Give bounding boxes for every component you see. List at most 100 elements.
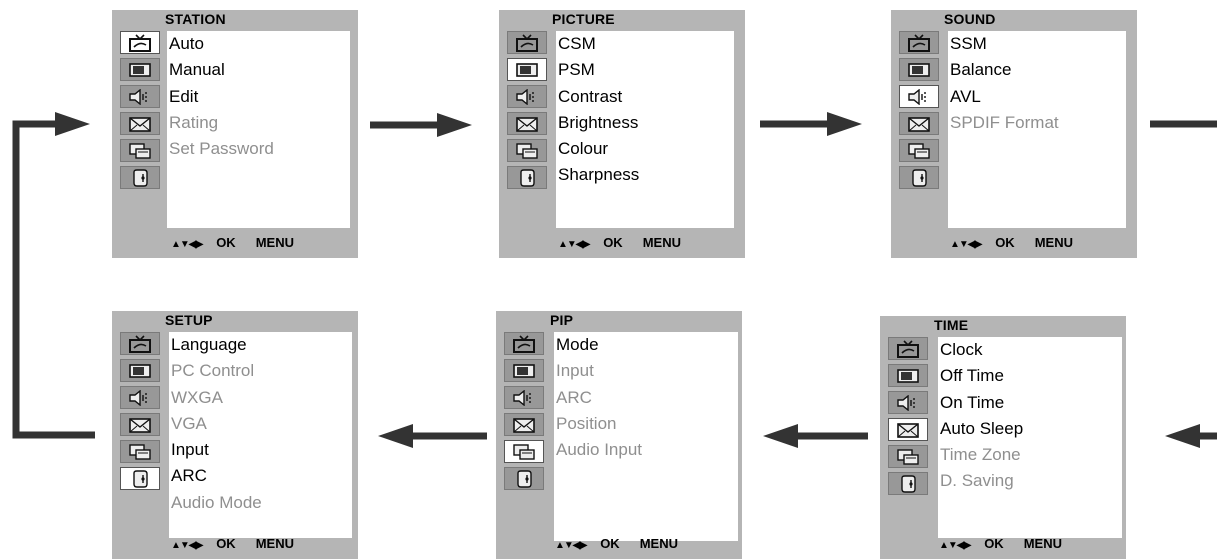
sound-speaker-icon[interactable] xyxy=(507,85,547,108)
picture-icon-glyph xyxy=(516,62,538,77)
time-envelope-icon[interactable] xyxy=(120,413,160,436)
menu-item-on-time[interactable]: On Time xyxy=(940,392,1005,412)
pip-screens-icon-glyph xyxy=(908,142,930,159)
pip-screens-icon-glyph xyxy=(129,443,151,460)
menu-item-time-zone[interactable]: Time Zone xyxy=(940,445,1021,465)
menu-item-position[interactable]: Position xyxy=(556,413,617,433)
sound-speaker-icon[interactable] xyxy=(899,85,939,108)
menu-item-clock[interactable]: Clock xyxy=(940,340,983,359)
tv-station-icon[interactable] xyxy=(120,332,160,355)
pip-screens-icon[interactable] xyxy=(120,440,160,463)
setup-icon[interactable] xyxy=(888,472,928,495)
menu-item-arc[interactable]: ARC xyxy=(556,387,592,407)
menu-item-avl[interactable]: AVL xyxy=(950,86,981,106)
menu-hint: MENU xyxy=(255,536,294,551)
menu-item-d-saving[interactable]: D. Saving xyxy=(940,471,1014,491)
menu-item-edit[interactable]: Edit xyxy=(169,86,199,106)
menu-item-input[interactable]: Input xyxy=(171,440,209,460)
pip-screens-icon[interactable] xyxy=(899,139,939,162)
navigation-arrows-hint: ▲▼◀▶ xyxy=(950,239,982,250)
picture-icon[interactable] xyxy=(888,364,928,387)
ok-hint: OK xyxy=(216,235,236,250)
menu-item-language[interactable]: Language xyxy=(171,335,247,354)
ok-hint: OK xyxy=(995,235,1015,250)
setup-icon[interactable] xyxy=(120,467,160,490)
sound-speaker-icon[interactable] xyxy=(120,85,160,108)
menu-item-colour[interactable]: Colour xyxy=(558,139,609,159)
menu-item-sharpness[interactable]: Sharpness xyxy=(558,165,640,185)
menu-item-arc[interactable]: ARC xyxy=(171,466,207,486)
sound-speaker-icon[interactable] xyxy=(888,391,928,414)
menu-item-contrast[interactable]: Contrast xyxy=(558,86,623,106)
setup-icon[interactable] xyxy=(899,166,939,189)
menu-item-pc-control[interactable]: PC Control xyxy=(171,361,255,381)
menu-item-brightness[interactable]: Brightness xyxy=(558,112,639,132)
picture-icon-glyph xyxy=(513,363,535,378)
picture-icon[interactable] xyxy=(899,58,939,81)
time-envelope-icon-glyph xyxy=(129,417,151,433)
sound-speaker-icon[interactable] xyxy=(120,386,160,409)
menu-item-off-time[interactable]: Off Time xyxy=(940,366,1004,386)
time-icon-sidebar xyxy=(886,337,930,499)
menu-item-spdif-format[interactable]: SPDIF Format xyxy=(950,112,1059,132)
pip-screens-icon[interactable] xyxy=(888,445,928,468)
sound-speaker-icon-glyph xyxy=(897,394,915,411)
menu-item-audio-input[interactable]: Audio Input xyxy=(556,440,643,460)
tv-station-icon-glyph xyxy=(516,33,538,52)
sound-speaker-icon-glyph xyxy=(516,88,534,105)
sound-speaker-icon[interactable] xyxy=(504,386,544,409)
menu-item-auto-sleep[interactable]: Auto Sleep xyxy=(940,418,1024,438)
tv-station-icon[interactable] xyxy=(507,31,547,54)
menu-item-manual[interactable]: Manual xyxy=(169,60,225,80)
sound-speaker-icon-glyph xyxy=(513,389,531,406)
time-envelope-icon[interactable] xyxy=(507,112,547,135)
time-envelope-icon[interactable] xyxy=(504,413,544,436)
menu-hint: MENU xyxy=(642,235,681,250)
tv-station-icon[interactable] xyxy=(888,337,928,360)
menu-item-balance[interactable]: Balance xyxy=(950,60,1012,80)
menu-item-audio-mode[interactable]: Audio Mode xyxy=(171,492,262,512)
menu-item-auto[interactable]: Auto xyxy=(169,34,204,53)
pip-icon-sidebar xyxy=(502,332,546,494)
menu-item-ssm[interactable]: SSM xyxy=(950,34,987,53)
setup-icon[interactable] xyxy=(504,467,544,490)
setup-icon[interactable] xyxy=(507,166,547,189)
menu-item-rating[interactable]: Rating xyxy=(169,112,219,132)
picture-icon[interactable] xyxy=(504,359,544,382)
setup-icon[interactable] xyxy=(120,166,160,189)
menu-item-csm[interactable]: CSM xyxy=(558,34,596,53)
menu-hint: MENU xyxy=(639,536,678,551)
time-envelope-icon[interactable] xyxy=(899,112,939,135)
menu-item-mode[interactable]: Mode xyxy=(556,335,599,354)
menu-item-wxga[interactable]: WXGA xyxy=(171,387,223,407)
navigation-arrows-hint: ▲▼◀▶ xyxy=(939,540,971,551)
setup-icon-glyph xyxy=(901,474,916,493)
time-envelope-icon-glyph xyxy=(516,116,538,132)
time-envelope-icon[interactable] xyxy=(120,112,160,135)
menu-item-vga[interactable]: VGA xyxy=(171,413,207,433)
picture-icon[interactable] xyxy=(120,58,160,81)
menu-item-set-password[interactable]: Set Password xyxy=(169,139,274,159)
picture-icon[interactable] xyxy=(120,359,160,382)
time-envelope-icon[interactable] xyxy=(888,418,928,441)
pip-screens-icon[interactable] xyxy=(504,440,544,463)
tv-station-icon[interactable] xyxy=(504,332,544,355)
picture-icon[interactable] xyxy=(507,58,547,81)
pip-screens-icon[interactable] xyxy=(507,139,547,162)
tv-station-icon[interactable] xyxy=(120,31,160,54)
menu-item-input[interactable]: Input xyxy=(556,361,594,381)
menu-hint: MENU xyxy=(1034,235,1073,250)
pip-screens-icon[interactable] xyxy=(120,139,160,162)
tv-station-icon[interactable] xyxy=(899,31,939,54)
menu-item-psm[interactable]: PSM xyxy=(558,60,595,80)
